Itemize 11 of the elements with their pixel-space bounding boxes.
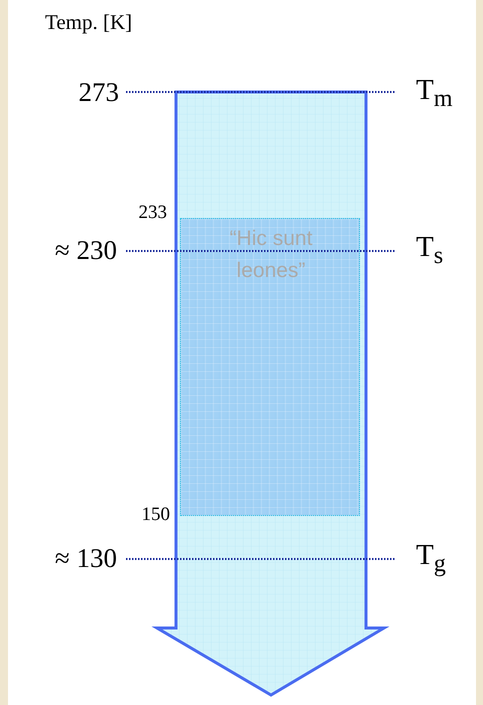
temperature-value: 273: [78, 79, 119, 106]
temperature-value: ≈ 130: [54, 545, 117, 572]
temperature-value: 233: [138, 203, 167, 222]
region-box: [180, 218, 360, 516]
temperature-symbol: T$_{m}$: [416, 76, 453, 111]
region-caption: “Hic sunt leones”: [228, 226, 314, 284]
temperature-value: ≈ 230: [54, 237, 117, 264]
temperature-symbol: T$_{s}$: [416, 233, 444, 268]
axis-title: Temp. [K]: [45, 12, 132, 33]
temperature-value: 150: [142, 505, 170, 524]
temperature-symbol: T$_{g}$: [416, 541, 446, 576]
